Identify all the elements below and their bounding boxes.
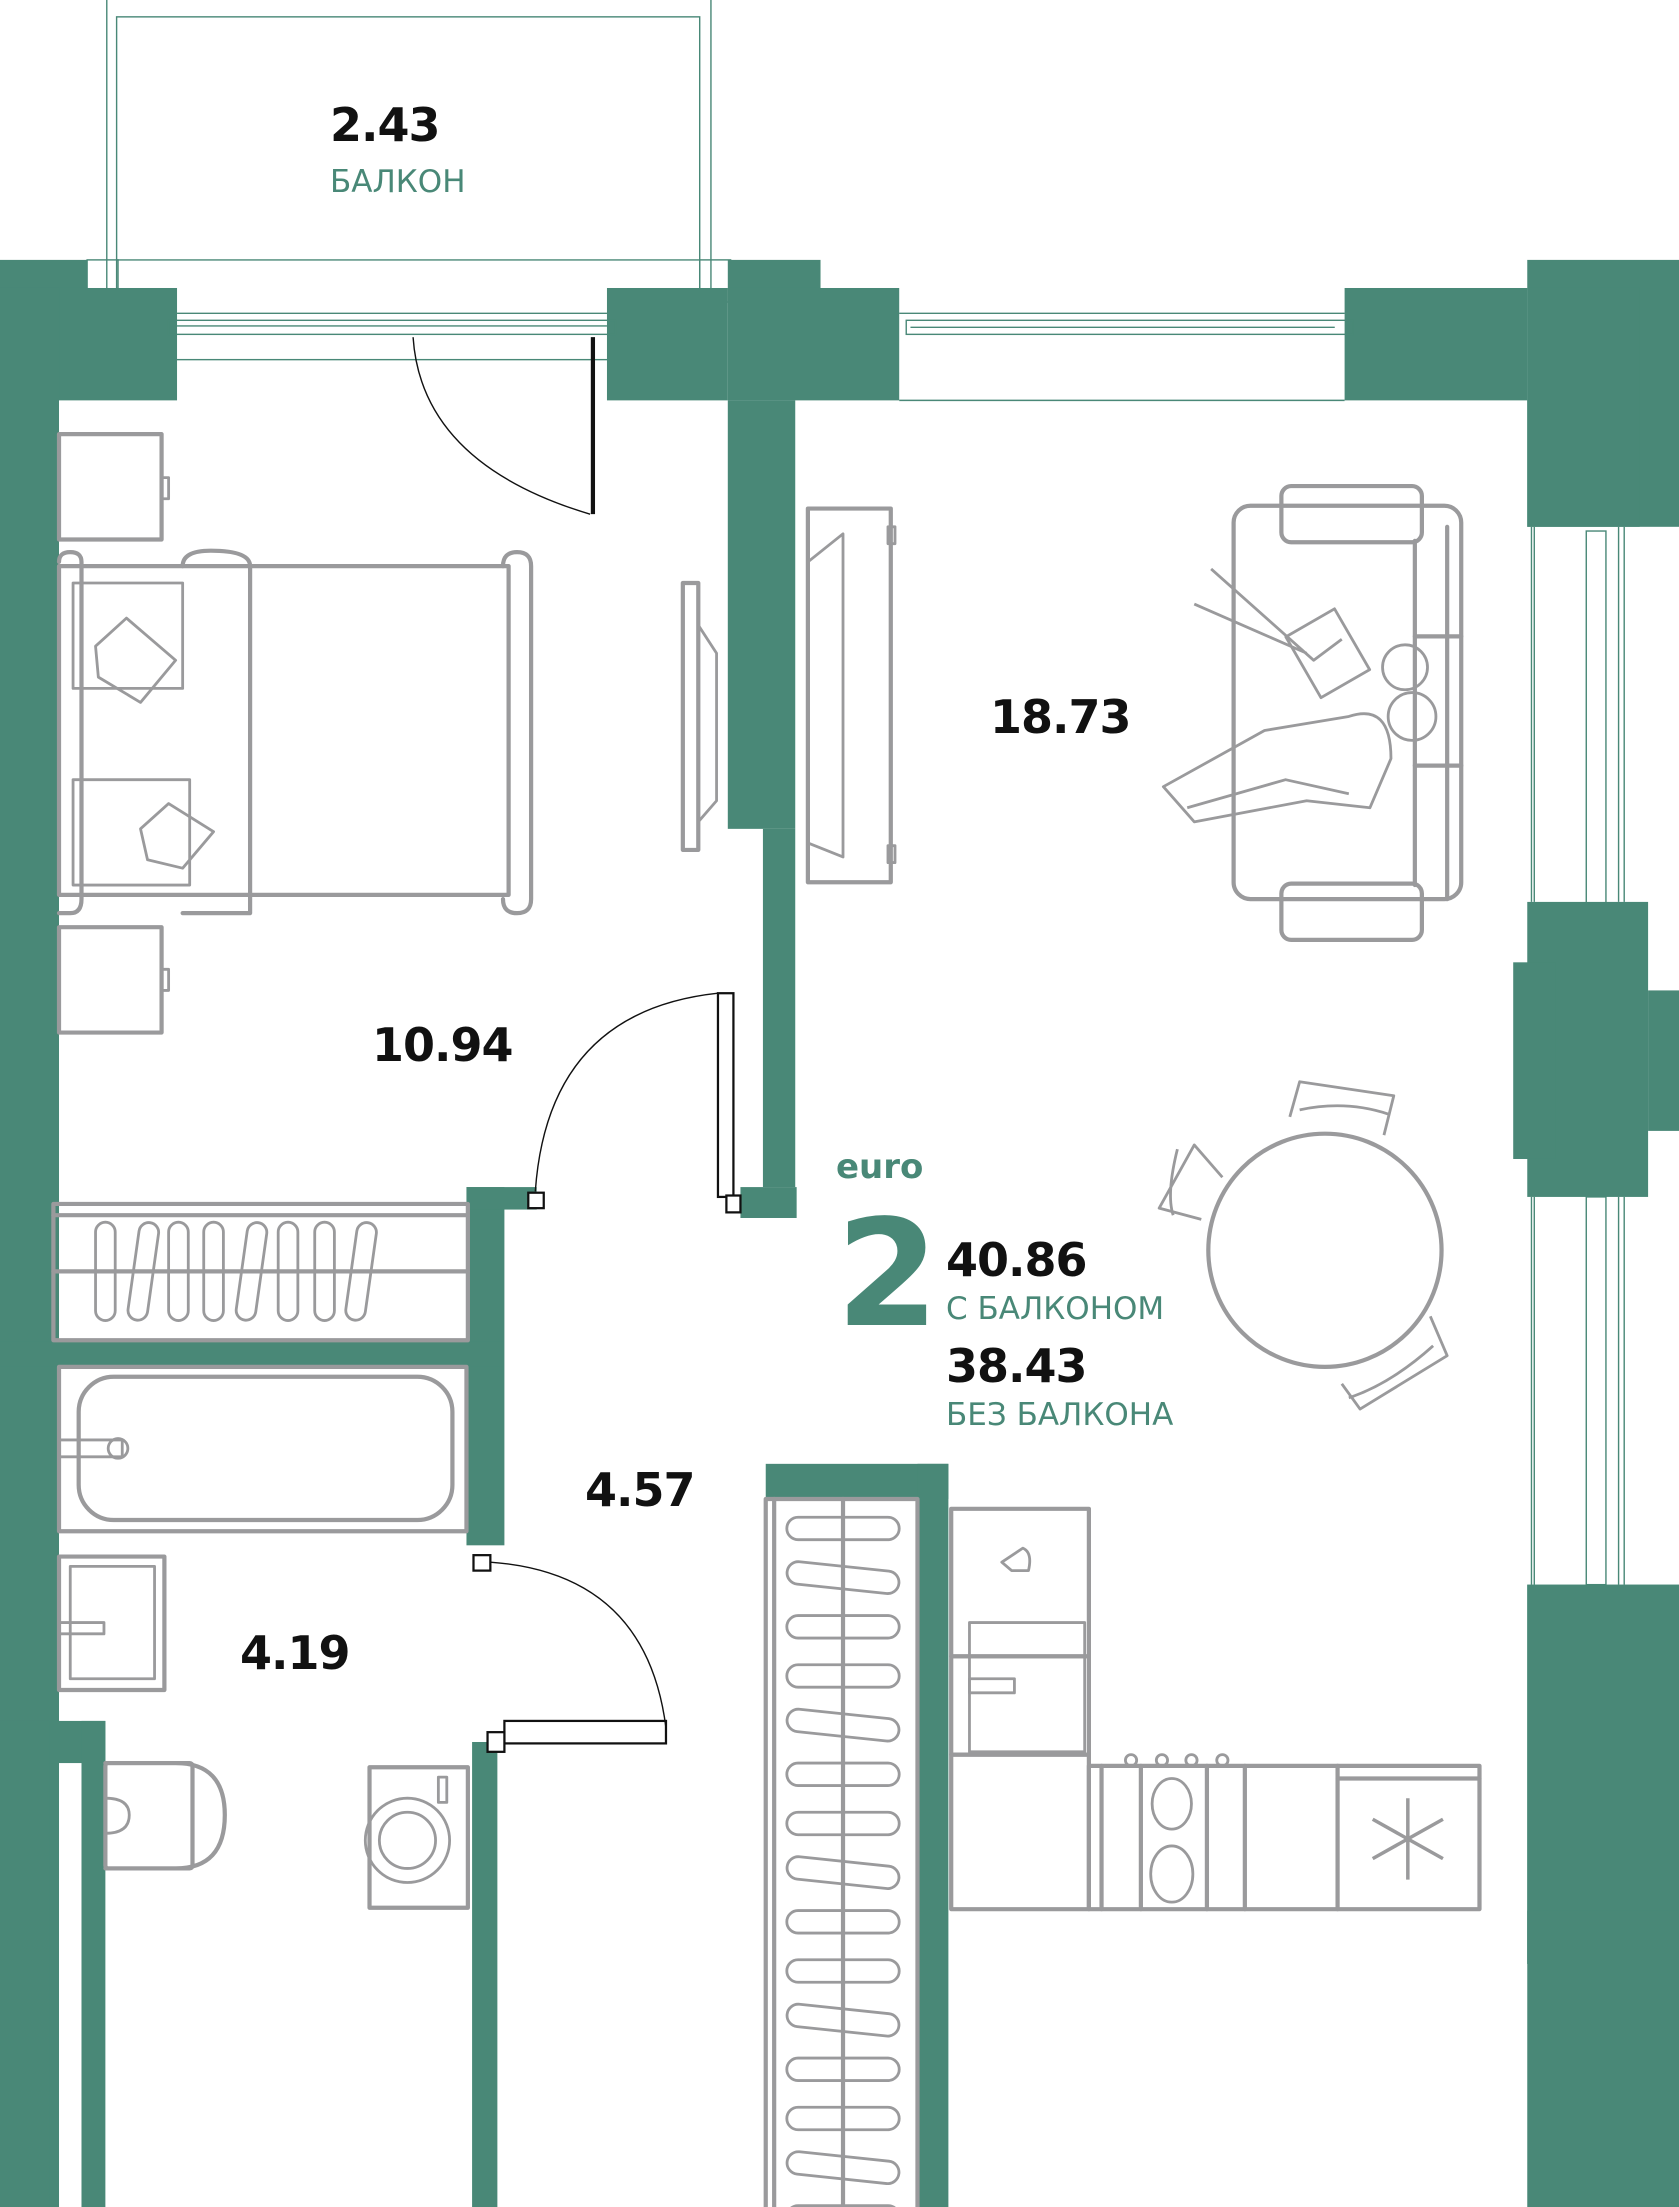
bathroom-area: 4.19 (240, 1626, 350, 1680)
snowflake-icon (1371, 1798, 1444, 1880)
tv-icon (680, 506, 897, 885)
total-area-label: С БАЛКОНОМ (946, 1291, 1165, 1327)
sink-icon (968, 1621, 1087, 1754)
washing-machine-icon (363, 1765, 470, 1910)
door-icon (412, 337, 742, 1753)
chair-icon (1157, 1080, 1449, 1411)
window-icon (167, 312, 1625, 1586)
nightstand-icon (56, 431, 171, 1035)
kitchen-cabinets (949, 1506, 1482, 1912)
apartment-type-label: euro (836, 1147, 924, 1187)
wardrobe-icon (51, 1201, 470, 1343)
people-icon (1161, 567, 1438, 824)
bedroom-area: 10.94 (372, 1018, 514, 1072)
walls (0, 259, 1679, 2207)
sink-icon (56, 1554, 167, 1693)
area-without-balcony: 38.43 (946, 1339, 1088, 1393)
hallway-area: 4.57 (585, 1463, 695, 1517)
room-count: 2 (836, 1188, 939, 1360)
area-without-balcony-label: БЕЗ БАЛКОНА (946, 1397, 1174, 1433)
bathtub-icon (56, 1364, 469, 1534)
living-room-area: 18.73 (990, 690, 1132, 744)
balcony-label: БАЛКОН (330, 164, 466, 200)
stove-icon (1124, 1753, 1230, 1912)
dining-table-icon (1206, 1131, 1444, 1370)
wardrobe-icon (763, 1496, 920, 2207)
sofa-icon (1231, 483, 1464, 942)
balcony-area: 2.43 (330, 98, 440, 152)
toilet-icon (103, 1760, 227, 1871)
fridge-icon (1371, 1798, 1444, 1880)
bed-icon (56, 548, 534, 916)
total-area: 40.86 (946, 1233, 1088, 1287)
